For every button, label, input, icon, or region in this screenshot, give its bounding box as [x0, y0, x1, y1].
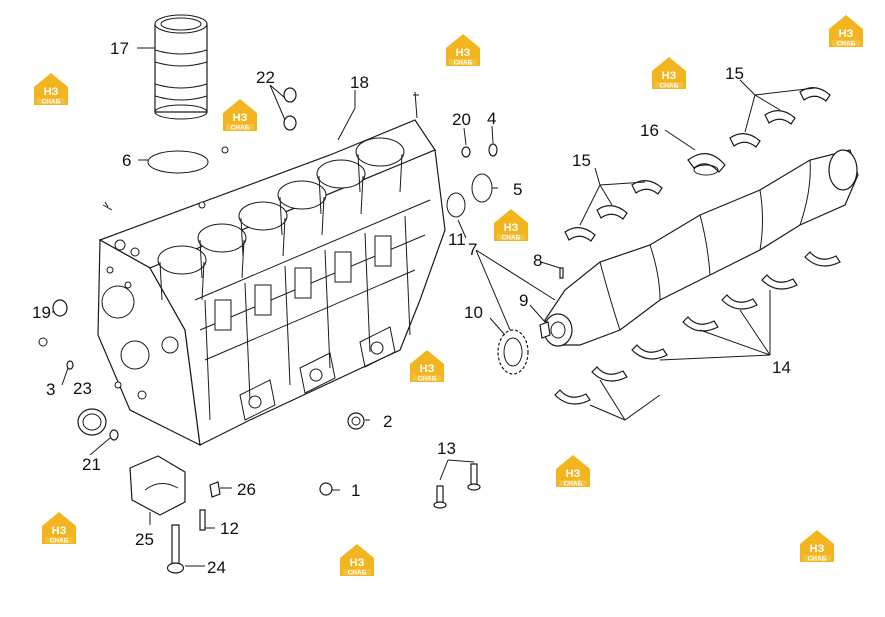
callout-16: 16	[640, 121, 659, 140]
callout-3: 3	[46, 380, 55, 399]
plugs-22	[283, 87, 297, 131]
watermark-logo-icon	[34, 73, 68, 106]
watermark-logo-icon	[446, 34, 480, 67]
watermark-logo-icon	[494, 209, 528, 242]
callout-1: 1	[351, 481, 360, 500]
crank-gear	[497, 329, 529, 375]
pin-3	[66, 360, 74, 370]
callout-14: 14	[772, 358, 791, 377]
lower-bearing-shells-14	[554, 251, 841, 405]
plug-19b	[38, 337, 48, 347]
plug-2	[347, 412, 365, 430]
plug-4	[488, 143, 498, 157]
plug-21	[109, 429, 119, 441]
bearing-cap-25	[129, 455, 186, 516]
watermark-logo-icon	[652, 57, 686, 90]
callout-15-lower: 15	[572, 151, 591, 170]
callout-21: 21	[82, 455, 101, 474]
callout-17: 17	[110, 39, 129, 58]
callout-10: 10	[464, 303, 483, 322]
callout-11: 11	[448, 230, 466, 249]
callout-22: 22	[256, 68, 275, 87]
watermark-logo-icon	[42, 512, 76, 545]
seal-19	[52, 299, 68, 317]
watermark-logo-icon	[800, 530, 834, 563]
leader-lines	[52, 47, 816, 567]
watermark-logo-icon	[829, 15, 863, 48]
cylinder-liner	[154, 14, 208, 120]
watermark-logo-icon	[556, 455, 590, 488]
callout-4: 4	[487, 109, 496, 128]
watermark-logo-icon	[410, 350, 444, 383]
seal-ring-11	[446, 192, 466, 218]
callout-13: 13	[437, 439, 456, 458]
pin-8	[559, 267, 564, 279]
o-ring	[147, 150, 209, 174]
watermark-logo-icon	[223, 99, 257, 132]
bolt-24	[166, 524, 185, 574]
callout-2: 2	[383, 412, 392, 431]
callout-6: 6	[122, 151, 131, 170]
callout-24: 24	[207, 558, 226, 577]
clip-26	[209, 481, 221, 498]
plug-20	[461, 146, 471, 158]
callout-19: 19	[32, 303, 51, 322]
callout-23: 23	[73, 379, 92, 398]
bolts-13	[433, 463, 481, 509]
thrust-bearing-16	[687, 153, 726, 176]
cylinder-block	[97, 91, 446, 447]
cap-23	[77, 408, 107, 436]
callout-25: 25	[135, 530, 154, 549]
key-9	[539, 321, 551, 339]
callout-12: 12	[220, 519, 239, 538]
callout-labels: 17 6 18 22 20 4 5 11 7 8 9 10 19 3 23 21…	[32, 39, 791, 577]
callout-7: 7	[468, 240, 477, 259]
callout-9: 9	[519, 291, 528, 310]
plug-1	[319, 482, 333, 496]
callout-26: 26	[237, 480, 256, 499]
callout-20: 20	[452, 110, 471, 129]
callout-18: 18	[350, 73, 369, 92]
crankshaft	[543, 149, 859, 347]
callout-8: 8	[533, 251, 542, 270]
seal-ring-5	[471, 173, 493, 203]
pin-12	[199, 509, 206, 531]
watermark-logo-icon	[340, 544, 374, 577]
callout-5: 5	[513, 180, 522, 199]
callout-15-upper: 15	[725, 64, 744, 83]
upper-bearing-shells-15	[564, 87, 831, 242]
